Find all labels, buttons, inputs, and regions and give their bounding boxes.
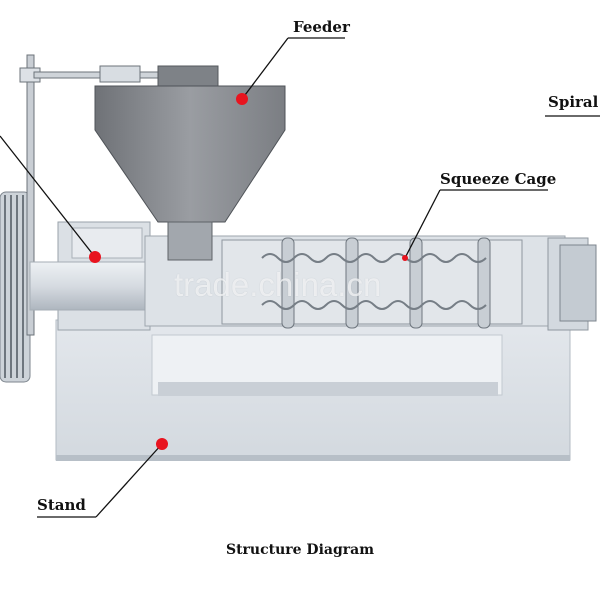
stand-marker	[156, 438, 168, 450]
stand-frame	[56, 320, 570, 461]
feeder-label: Feeder	[293, 18, 350, 36]
stand-label: Stand	[37, 496, 86, 514]
spiral-label: Spiral	[548, 93, 598, 111]
squeeze-cage-label: Squeeze Cage	[440, 170, 556, 188]
feeder-marker	[236, 93, 248, 105]
squeeze-cage-marker	[402, 255, 408, 261]
discharge-end	[548, 238, 596, 330]
diagram-caption: Structure Diagram	[0, 542, 600, 558]
gearbox-marker	[89, 251, 101, 263]
pulley-wheel	[0, 192, 30, 382]
watermark-text: trade.china.cn	[174, 266, 381, 304]
